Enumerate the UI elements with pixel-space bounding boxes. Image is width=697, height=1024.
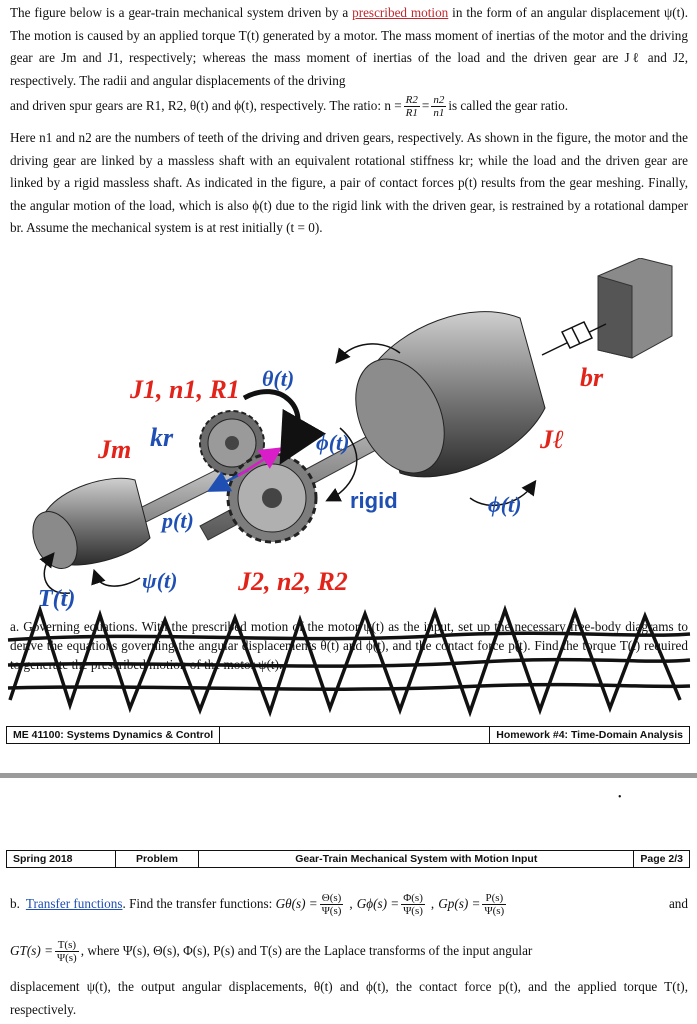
damper xyxy=(541,321,607,356)
page1-footer-bar: ME 41100: Systems Dynamics & Control Hom… xyxy=(6,726,690,744)
intro-text: and driven spur gears are R1, R2, θ(t) a… xyxy=(10,97,402,113)
g-p-fraction: P(s)Ψ(s) xyxy=(482,891,507,917)
label-rigid: rigid xyxy=(350,488,398,513)
intro-text: m and J1, respectively; whereas the mass… xyxy=(10,50,688,88)
g-p-label: Gp(s) = xyxy=(438,895,481,911)
load-inertia xyxy=(355,311,546,478)
g-t-fraction: T(s)Ψ(s) xyxy=(54,938,79,964)
label-kr: kr xyxy=(150,423,174,452)
label-jl: Jℓ xyxy=(539,425,564,454)
prescribed-motion-link[interactable]: prescribed motion xyxy=(352,5,449,20)
torque-arrow xyxy=(39,552,71,594)
psi-rotation-arrow xyxy=(91,568,141,587)
label-psi: ψ(t) xyxy=(142,568,177,593)
gear-train-figure: J1, n1, R1 θ(t) Jm kr ϕ(t) Jℓ br p(t) ri… xyxy=(32,258,673,612)
homework-title: Homework #4: Time-Domain Analysis xyxy=(489,727,689,743)
intro-paragraph-3: Here n1 and n2 are the numbers of teeth … xyxy=(10,130,688,236)
g-phi-fraction: Φ(s)Ψ(s) xyxy=(401,891,425,917)
intro-paragraph-2: and driven spur gears are R1, R2, θ(t) a… xyxy=(10,92,688,120)
and-text: and xyxy=(668,895,688,911)
page2-header-bar: Spring 2018 Problem Gear-Train Mechanica… xyxy=(6,850,690,868)
label-j2-n2-r2: J2, n2, R2 xyxy=(237,567,348,596)
course-title: ME 41100: Systems Dynamics & Control xyxy=(7,727,221,743)
label-p: p(t) xyxy=(160,508,194,533)
page-dot: • xyxy=(618,792,622,803)
phi-rotation-arrow xyxy=(325,427,358,502)
label-br: br xyxy=(580,363,604,392)
contact-force-arrow-magenta xyxy=(237,447,283,478)
part-b-line-1: b. Transfer functions . Find the transfe… xyxy=(10,891,688,917)
part-b-line-2: GT(s) = T(s)Ψ(s) , where Ψ(s), Θ(s), Φ(s… xyxy=(10,930,688,972)
driven-gear xyxy=(226,452,318,544)
intro-text: The figure below is a gear-train mechani… xyxy=(10,5,353,20)
wall xyxy=(597,258,673,359)
load-rotation-arrow xyxy=(335,343,401,364)
scribble-overlay xyxy=(7,604,691,718)
label-phi-gear: ϕ(t) xyxy=(316,430,350,455)
problem-title: Gear-Train Mechanical System with Motion… xyxy=(199,851,635,867)
g-theta-fraction: Θ(s)Ψ(s) xyxy=(319,891,344,917)
part-label: b. xyxy=(10,895,20,911)
page-separator xyxy=(0,773,697,778)
part-b-text: , where Ψ(s), Θ(s), Φ(s), P(s) and T(s) … xyxy=(80,942,533,958)
g-t-label: GT(s) = xyxy=(10,942,53,958)
semester-label: Spring 2018 xyxy=(7,851,116,867)
phi-load-arrow xyxy=(469,479,537,507)
equals-sign: = xyxy=(421,97,430,113)
motor-inertia xyxy=(32,477,151,569)
problem-label: Problem xyxy=(116,851,200,867)
intro-paragraph-1: The figure below is a gear-train mechani… xyxy=(10,2,688,92)
label-j1-n1-r1: J1, n1, R1 xyxy=(129,375,240,404)
g-phi-label: Gϕ(s) = xyxy=(356,895,400,911)
label-jm: Jm xyxy=(97,435,131,464)
part-b-line-3: displacement ψ(t), the output angular di… xyxy=(10,979,688,1017)
theta-rotation-arrow xyxy=(242,389,327,465)
intro-text: is called the gear ratio. xyxy=(448,97,569,113)
page-number: Page 2/3 xyxy=(640,853,683,865)
transfer-functions-link[interactable]: Transfer functions xyxy=(25,895,123,911)
part-b-text: . Find the transfer functions: xyxy=(122,895,276,911)
label-theta: θ(t) xyxy=(262,366,294,391)
label-phi-load: ϕ(t) xyxy=(488,492,522,517)
intro-text: in the form of an angular displacement ψ… xyxy=(10,5,688,66)
label-torque: T(t) xyxy=(38,586,75,612)
g-theta-label: Gθ(s) = xyxy=(275,895,318,911)
